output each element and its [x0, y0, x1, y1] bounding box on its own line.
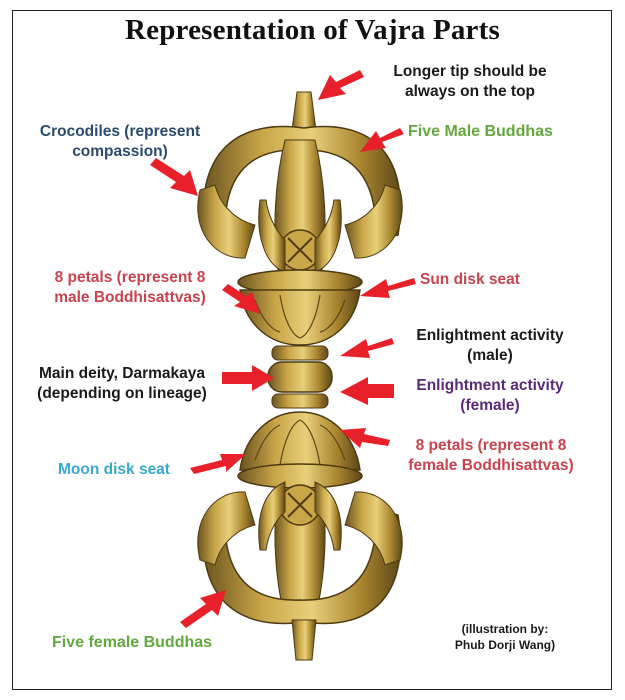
frame-right-line	[611, 10, 612, 690]
frame-bottom-line	[12, 689, 612, 690]
label-sun-disk-seat: Sun disk seat	[420, 271, 520, 288]
crocodile-right-top	[344, 184, 403, 259]
frame-left-line	[12, 10, 13, 690]
label-five-male-buddhas: Five Male Buddhas	[408, 123, 553, 140]
vajra-top-tip	[291, 91, 317, 131]
label-five-female-buddhas: Five female Buddhas	[52, 634, 213, 651]
upper-lotus-petals	[239, 289, 361, 346]
central-knob	[267, 361, 333, 393]
label-crocodiles: Crocodiles (represent compassion)	[39, 123, 201, 160]
crocodile-left-top	[197, 184, 256, 259]
label-enlightment-female: Enlightment activity (female)	[416, 377, 564, 414]
label-longer-tip: Longer tip should be always on the top	[393, 63, 547, 100]
vajra-bottom-tip	[291, 619, 317, 661]
frame-top-line	[12, 10, 612, 11]
illustration-credit: (illustration by: Phub Dorji Wang)	[454, 622, 556, 652]
crocodile-right-bottom	[344, 491, 403, 566]
crocodile-left-bottom	[197, 491, 256, 566]
label-petals-female: 8 petals (represent 8 female Boddhisattv…	[408, 437, 574, 474]
page-title: Representation of Vajra Parts	[125, 14, 500, 46]
label-petals-male: 8 petals (represent 8 male Boddhisattvas…	[54, 269, 206, 306]
label-main-deity: Main deity, Darmakaya (depending on line…	[37, 365, 207, 402]
label-moon-disk-seat: Moon disk seat	[58, 461, 170, 478]
vajra-bottom-prongs	[202, 509, 402, 625]
upper-ring	[271, 345, 329, 361]
lower-ring	[271, 393, 329, 409]
lower-lotus-petals	[239, 411, 361, 471]
label-enlightment-male: Enlightment activity (male)	[416, 327, 564, 364]
